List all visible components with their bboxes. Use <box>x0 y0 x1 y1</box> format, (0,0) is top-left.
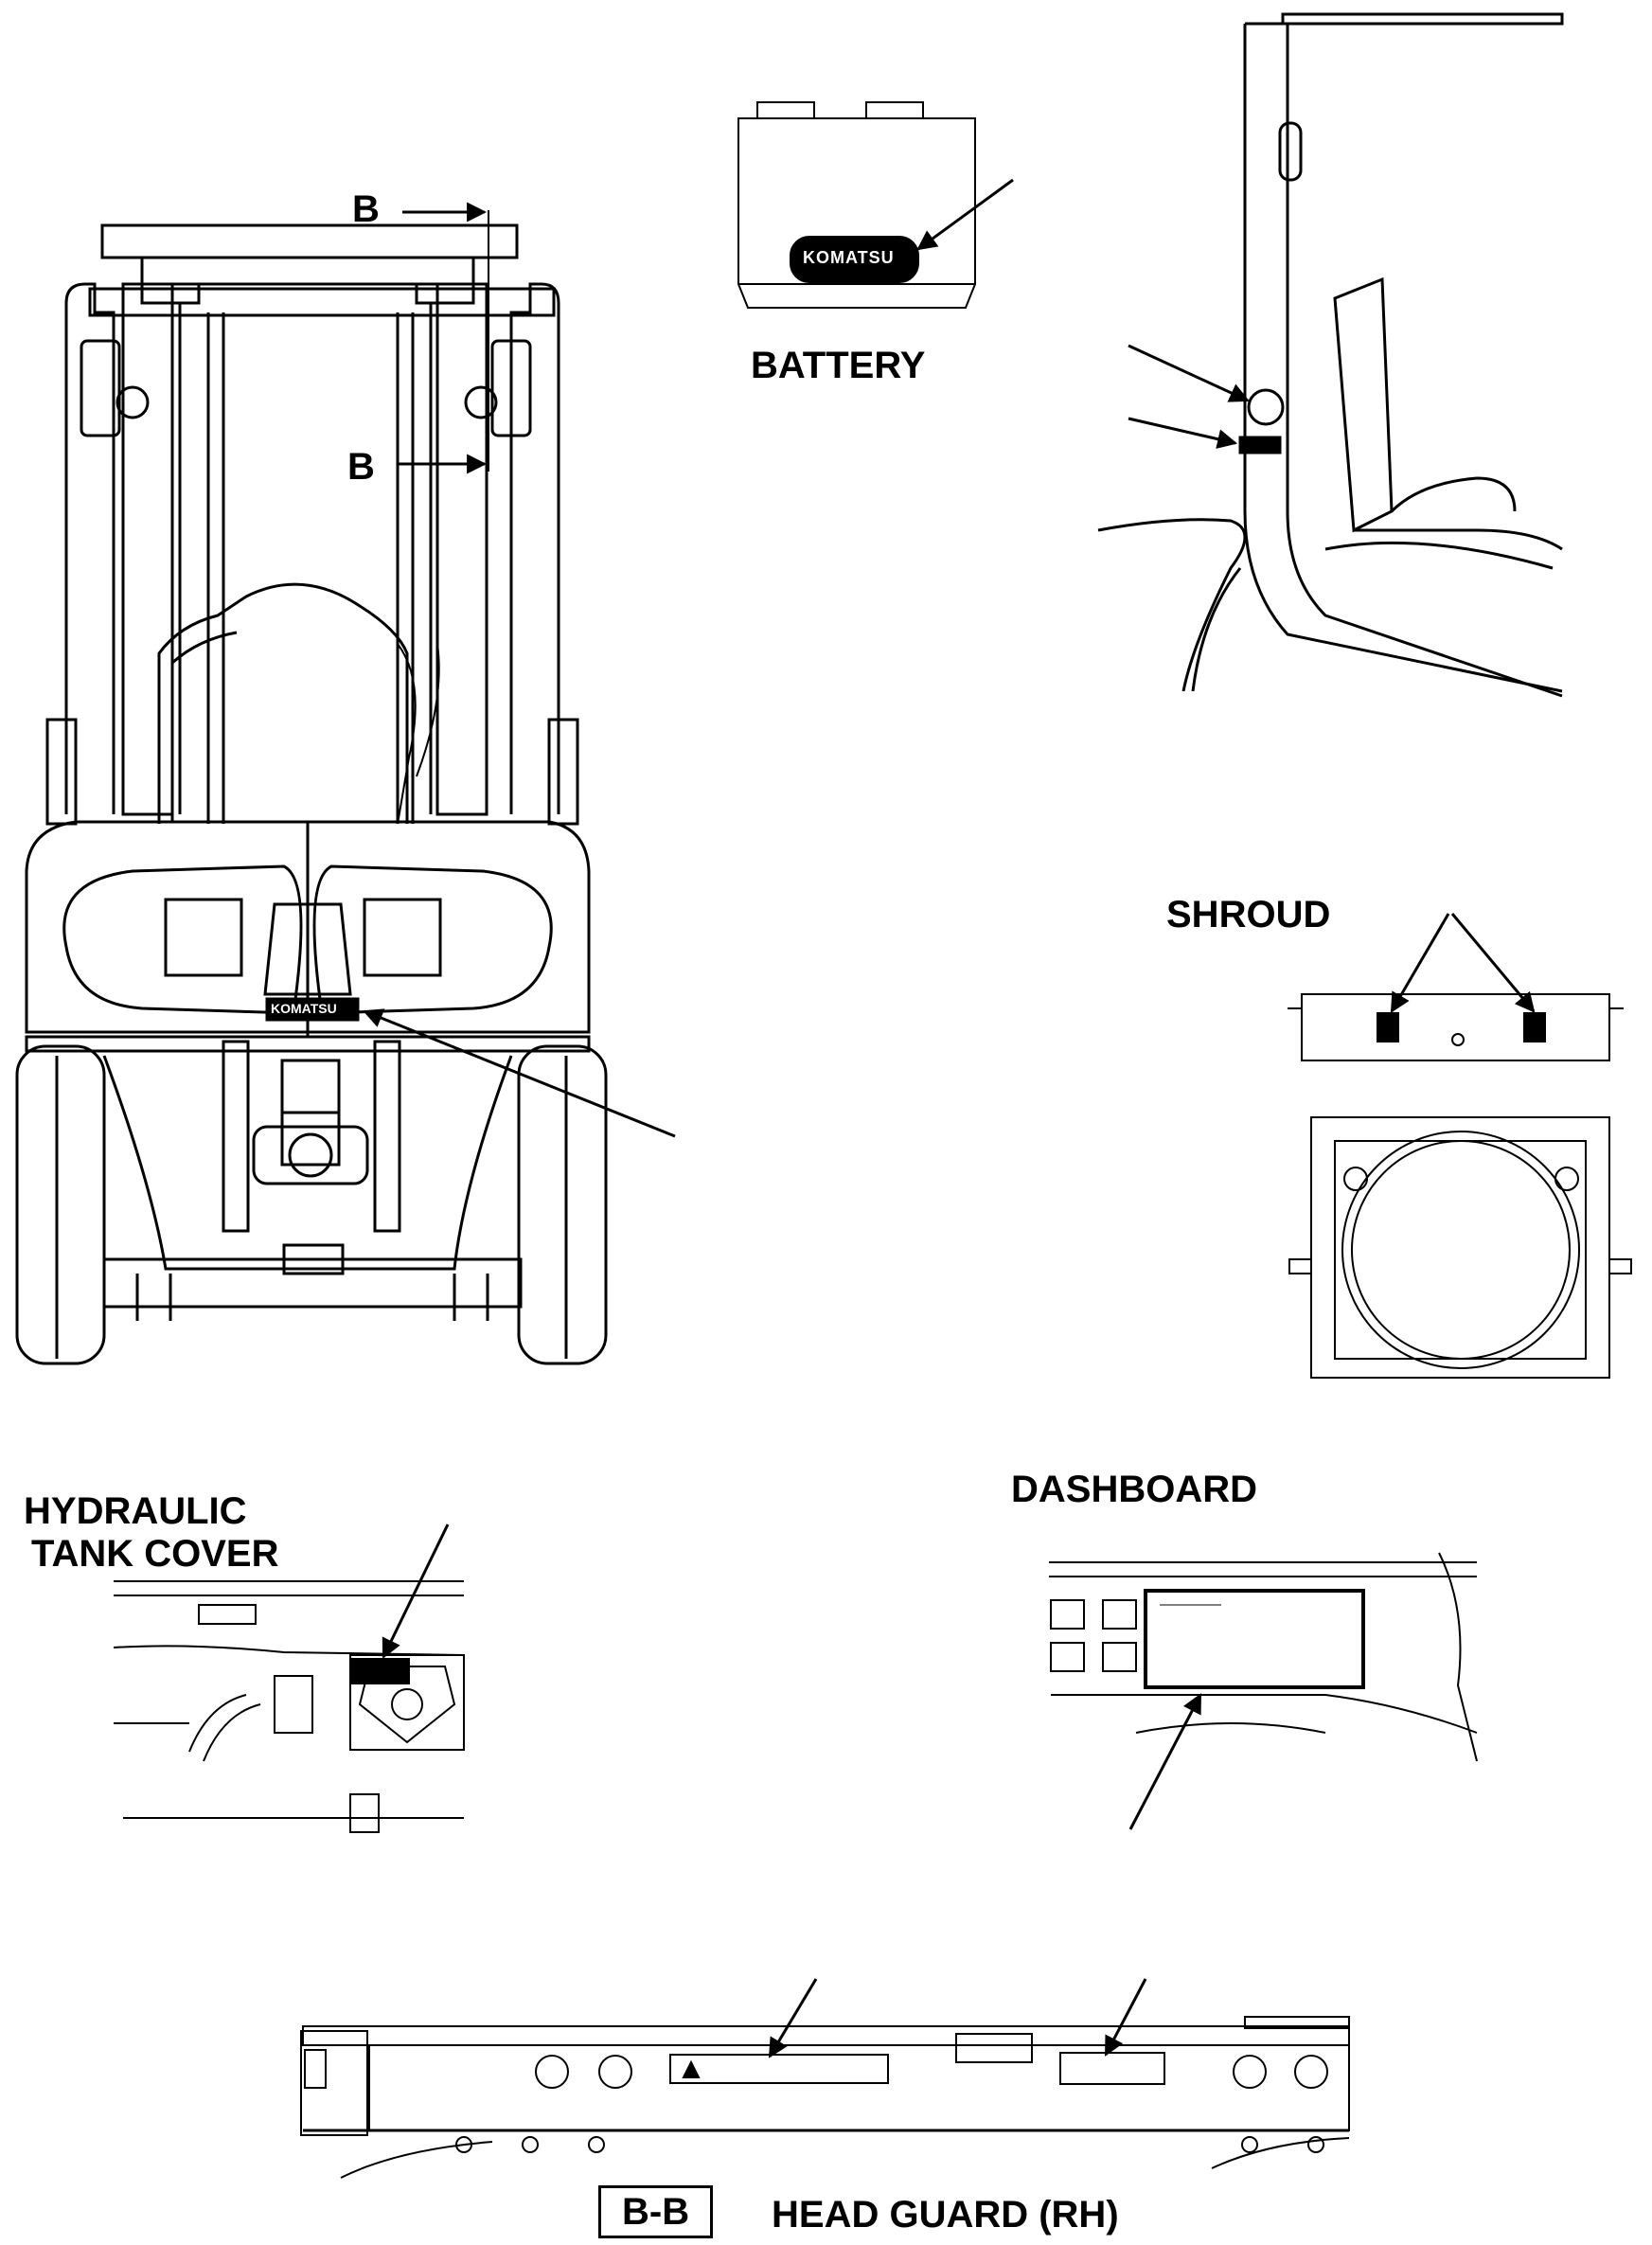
section-b-b-line <box>398 202 489 474</box>
shroud-drawing <box>1288 993 1632 1379</box>
hydraulic-decal-arrow <box>382 1523 450 1659</box>
cab-plate-decal-arrow <box>1128 417 1238 449</box>
head-guard-drawing <box>300 2016 1350 2179</box>
dashboard-label: DASHBOARD <box>1011 1469 1257 1510</box>
dashboard-drawing <box>1049 1552 1478 1762</box>
cab-circle-decal-arrow <box>1128 344 1250 402</box>
counterweight-logo-arrow <box>363 1008 676 1138</box>
battery-logo: KOMATSU <box>803 248 895 267</box>
head-guard-left-decal-arrow <box>768 1978 818 2058</box>
forklift-front-view <box>15 223 608 1365</box>
section-box: B-B <box>598 2185 714 2238</box>
section-mark-top: B <box>352 188 380 230</box>
hydraulic-label-line2: TANK COVER <box>31 1533 279 1575</box>
head-guard-right-decal-arrow <box>1104 1978 1147 2057</box>
section-mark-mid: B <box>347 446 375 488</box>
dashboard-decal-arrow <box>1128 1693 1202 1830</box>
head-guard-label: HEAD GUARD (RH) <box>772 2194 1119 2236</box>
cab-side-view <box>1097 12 1564 698</box>
hydraulic-tank-cover-drawing <box>113 1580 465 1833</box>
hydraulic-label-line1: HYDRAULIC <box>24 1490 247 1532</box>
shroud-arrow-left <box>1390 913 1450 1013</box>
shroud-label: SHROUD <box>1166 894 1331 935</box>
battery-drawing <box>737 101 976 309</box>
battery-logo-arrow <box>916 178 1014 251</box>
counterweight-logo: KOMATSU <box>271 1001 337 1016</box>
battery-label: BATTERY <box>751 345 926 386</box>
shroud-arrow-right <box>1450 913 1536 1013</box>
